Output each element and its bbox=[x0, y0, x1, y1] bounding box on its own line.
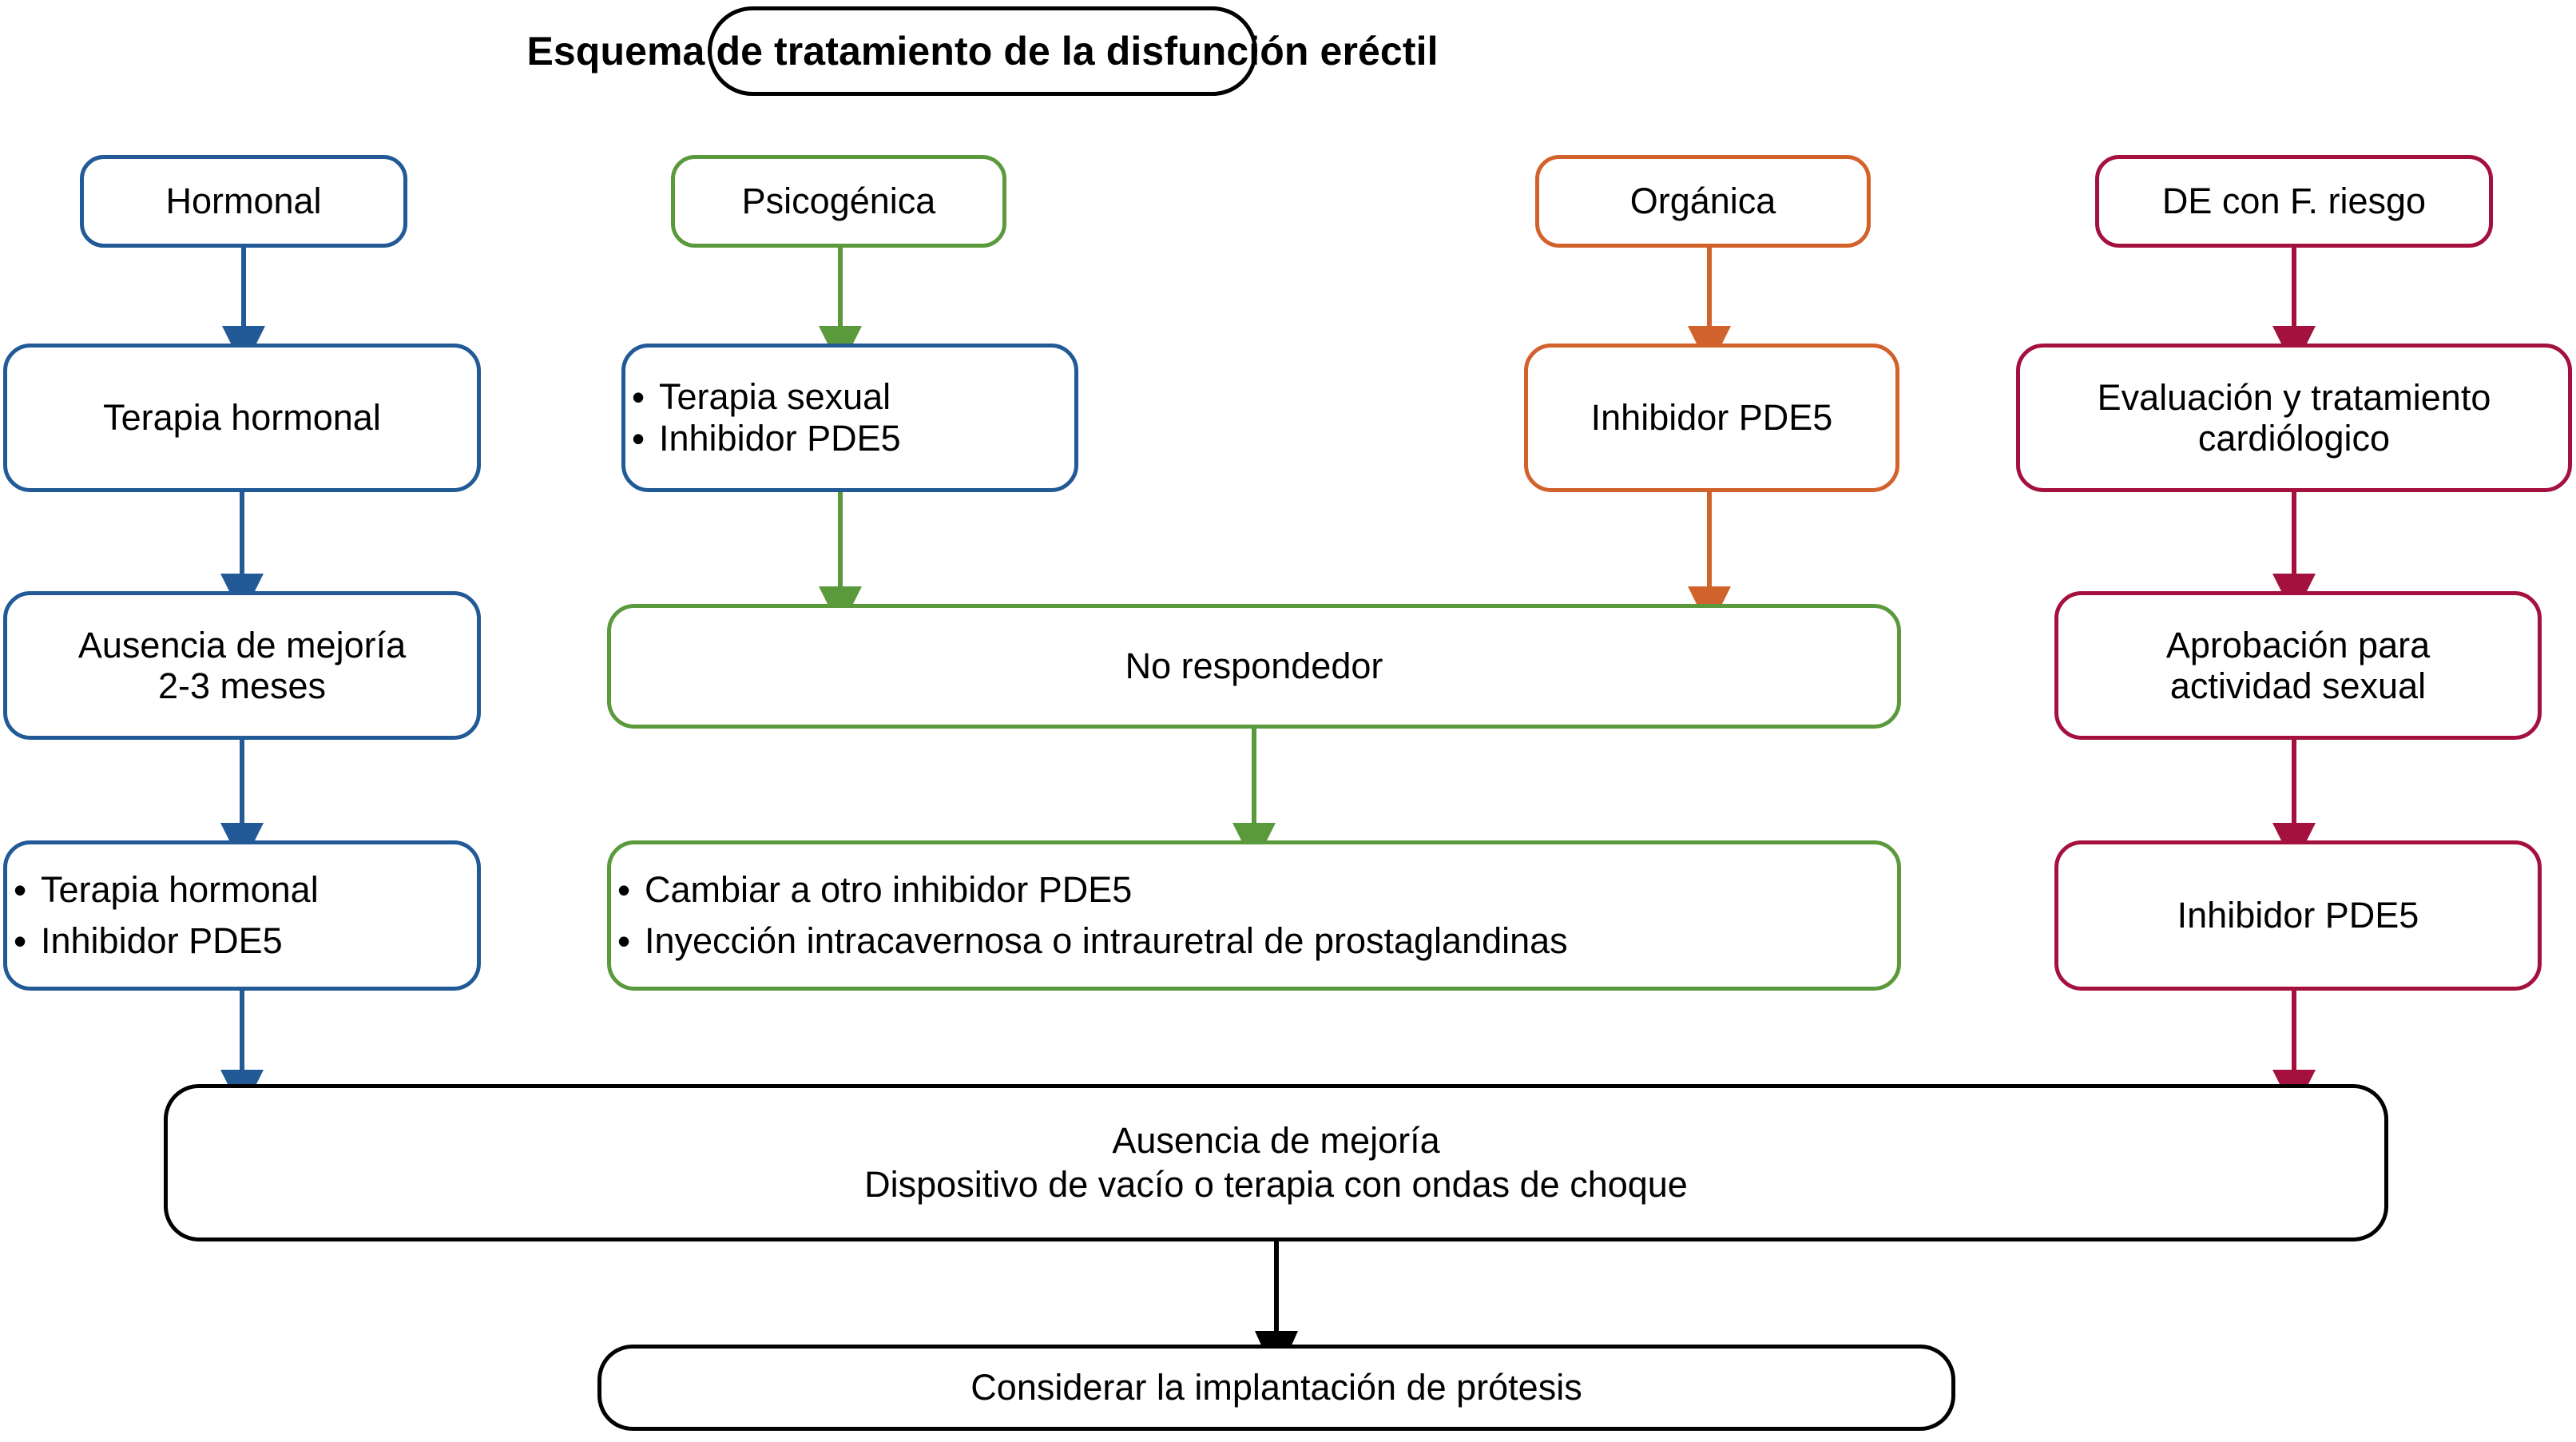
node-evaluacion-line1: Evaluación y tratamiento bbox=[2097, 376, 2491, 418]
node-ausencia-line2: 2-3 meses bbox=[157, 665, 327, 706]
list-item: Cambiar a otro inhibidor PDE5 bbox=[611, 864, 1897, 916]
node-considerar-protesis[interactable]: Considerar la implantación de prótesis bbox=[597, 1345, 1955, 1431]
node-ausencia-mejoria-2-3-meses[interactable]: Ausencia de mejoría 2-3 meses bbox=[3, 591, 481, 740]
node-hormonal-label: Hormonal bbox=[165, 181, 322, 221]
list-item: Terapia hormonal bbox=[7, 864, 477, 916]
title-text: Esquema de tratamiento de la disfunción … bbox=[526, 29, 1439, 73]
page-title: Esquema de tratamiento de la disfunción … bbox=[526, 6, 1438, 96]
node-hormonal[interactable]: Hormonal bbox=[80, 155, 407, 248]
list-item: Inhibidor PDE5 bbox=[625, 418, 1074, 459]
node-de-riesgo-label: DE con F. riesgo bbox=[2161, 181, 2427, 221]
node-ausencia-line1: Ausencia de mejoría bbox=[77, 624, 407, 665]
bullet-list: Cambiar a otro inhibidor PDE5 Inyección … bbox=[611, 864, 1897, 967]
list-item: Inyección intracavernosa o intrauretral … bbox=[611, 916, 1897, 967]
node-cambiar-inhibidor-inyeccion[interactable]: Cambiar a otro inhibidor PDE5 Inyección … bbox=[607, 840, 1901, 991]
node-aprobacion-actividad-sexual[interactable]: Aprobación para actividad sexual bbox=[2054, 591, 2542, 740]
bullet-list: Terapia sexual Inhibidor PDE5 bbox=[625, 376, 1074, 459]
node-inhibidor-pde5-organica[interactable]: Inhibidor PDE5 bbox=[1524, 344, 1899, 492]
node-aprobacion-line1: Aprobación para bbox=[2165, 624, 2431, 665]
node-outcome-line2: Dispositivo de vacío o terapia con ondas… bbox=[864, 1163, 1688, 1205]
node-psicogenica-label: Psicogénica bbox=[741, 181, 936, 221]
node-terapia-hormonal-inhibidor[interactable]: Terapia hormonal Inhibidor PDE5 bbox=[3, 840, 481, 991]
node-terapia-hormonal-label: Terapia hormonal bbox=[103, 397, 381, 438]
node-no-respondedor[interactable]: No respondedor bbox=[607, 604, 1901, 729]
node-inhibidor-riesgo-label: Inhibidor PDE5 bbox=[2177, 895, 2419, 936]
node-inhibidor-organica-label: Inhibidor PDE5 bbox=[1590, 397, 1833, 438]
node-organica-label: Orgánica bbox=[1629, 181, 1776, 221]
node-de-con-factores-riesgo[interactable]: DE con F. riesgo bbox=[2095, 155, 2493, 248]
list-item: Inhibidor PDE5 bbox=[7, 916, 477, 967]
node-inhibidor-pde5-riesgo[interactable]: Inhibidor PDE5 bbox=[2054, 840, 2542, 991]
bullet-list: Terapia hormonal Inhibidor PDE5 bbox=[7, 864, 477, 967]
node-no-respondedor-label: No respondedor bbox=[1125, 646, 1383, 686]
node-outcome-line1: Ausencia de mejoría bbox=[1112, 1119, 1440, 1161]
node-protesis-label: Considerar la implantación de prótesis bbox=[970, 1367, 1582, 1408]
node-evaluacion-line2: cardiólogico bbox=[2197, 418, 2391, 459]
node-evaluacion-cardiologica[interactable]: Evaluación y tratamiento cardiólogico bbox=[2016, 344, 2572, 492]
node-terapia-hormonal[interactable]: Terapia hormonal bbox=[3, 344, 481, 492]
node-ausencia-mejoria-dispositivo[interactable]: Ausencia de mejoría Dispositivo de vacío… bbox=[164, 1084, 2388, 1241]
node-psicogenica[interactable]: Psicogénica bbox=[671, 155, 1006, 248]
list-item: Terapia sexual bbox=[625, 376, 1074, 418]
node-organica[interactable]: Orgánica bbox=[1535, 155, 1871, 248]
node-terapia-sexual-inhibidor[interactable]: Terapia sexual Inhibidor PDE5 bbox=[621, 344, 1078, 492]
node-aprobacion-line2: actividad sexual bbox=[2169, 665, 2427, 706]
